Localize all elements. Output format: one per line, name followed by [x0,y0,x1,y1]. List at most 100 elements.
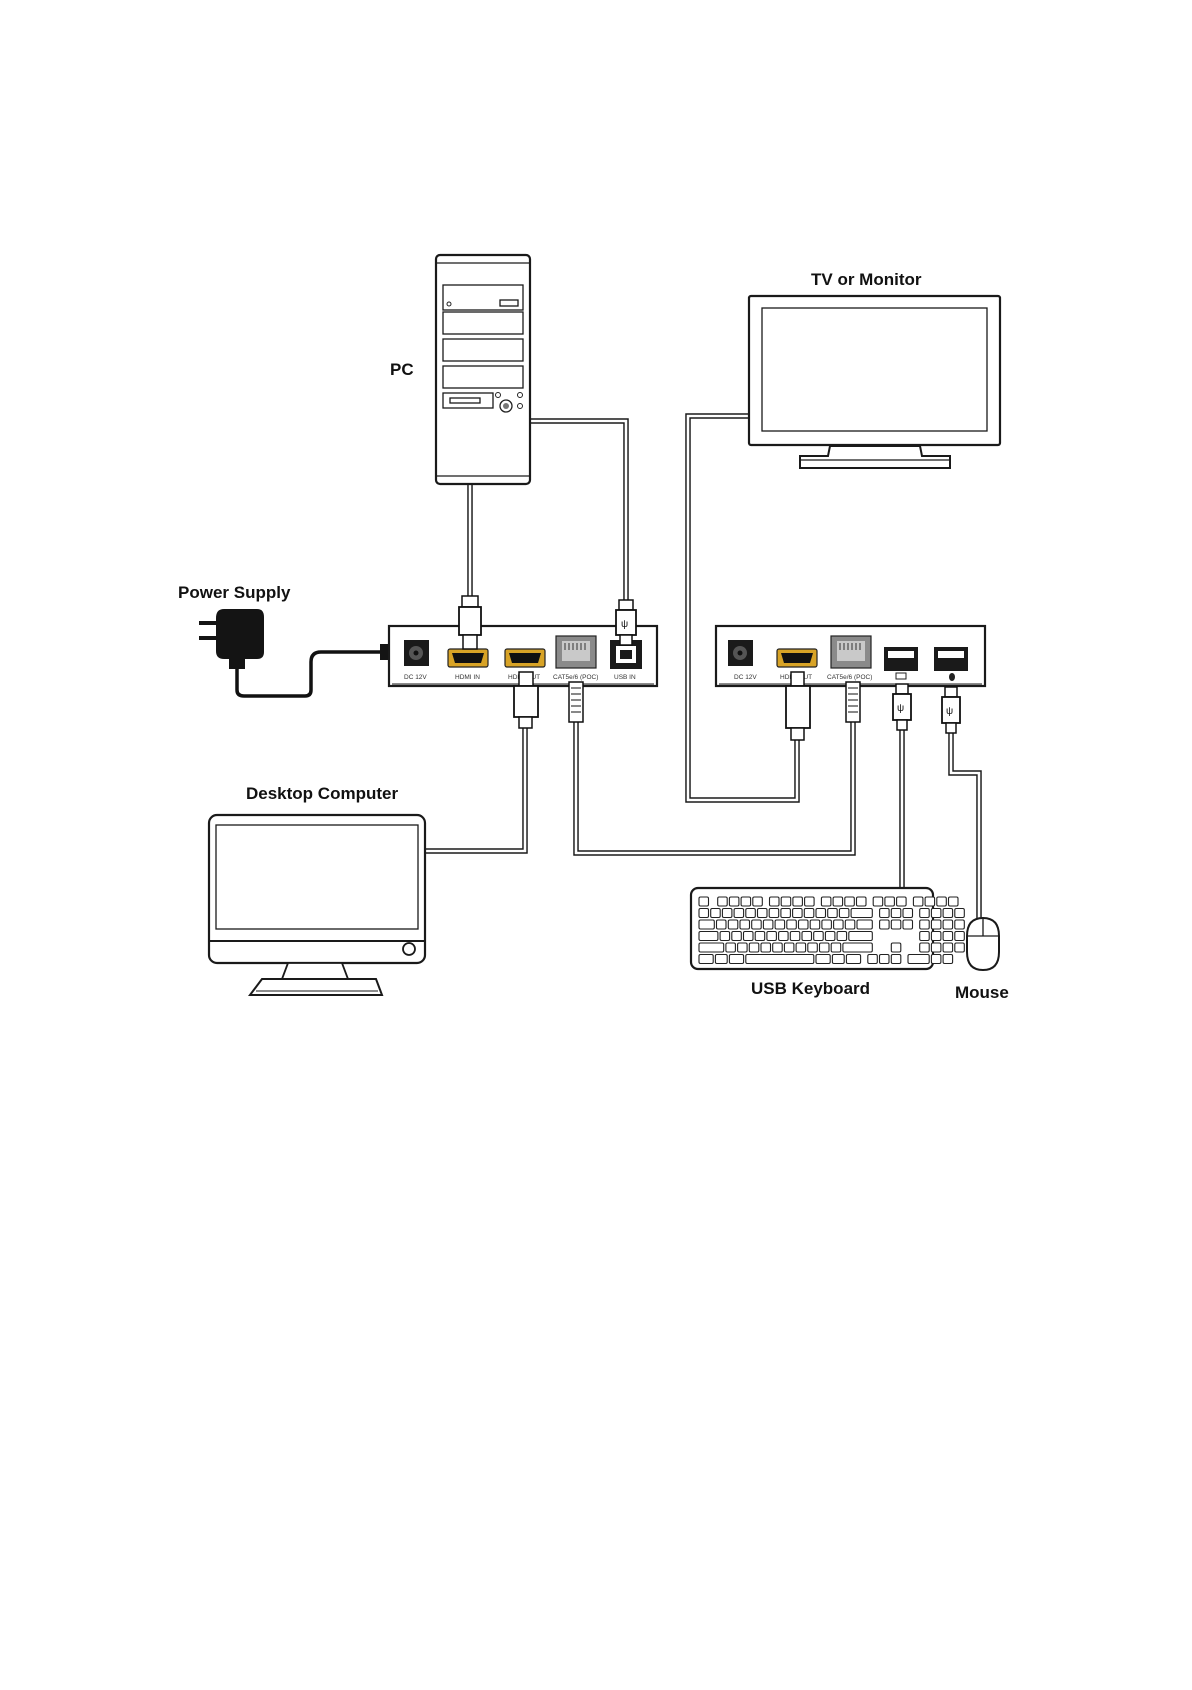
keyboard-key [845,897,855,906]
keyboard-key [913,897,923,906]
rj45-port-icon [831,636,871,668]
keyboard-key [955,920,965,929]
keyboard-key [891,920,901,929]
mouse-label: Mouse [955,983,1009,1002]
keyboard-key [779,932,789,941]
keyboard-key [885,897,895,906]
cable-cat-link [576,721,853,853]
keyboard-key [846,955,860,964]
tv-monitor-icon [749,296,1000,468]
keyboard-key [891,909,901,918]
keyboard-key [880,955,890,964]
pc-label: PC [390,360,414,379]
cable-pc-usb [528,421,626,600]
receiver-unit: DC 12V HDMI OUT CAT5e/6 (POC) [716,626,985,686]
keyboard-key [931,932,941,941]
svg-text:ψ: ψ [946,706,953,717]
pc-tower-icon [436,255,530,484]
mouse-icon [967,918,999,970]
keyboard-key [943,955,953,964]
keyboard-key [820,943,830,952]
keyboard-key [816,909,826,918]
keyboard-key [816,955,830,964]
keyboard-key [857,920,872,929]
keyboard-key [699,920,714,929]
keyboard-key [851,909,872,918]
svg-text:ψ: ψ [621,619,628,630]
svg-text:ψ: ψ [897,703,904,714]
dc-jack-icon [728,640,753,666]
keyboard-key [711,909,721,918]
keyboard-key [925,897,935,906]
keyboard-key [880,909,890,918]
keyboard-key [717,920,727,929]
dc-jack-icon [404,640,429,666]
power-adapter-icon [199,609,398,669]
keyboard-key [837,932,847,941]
tx-port-cat: CAT5e/6 (POC) [553,674,598,681]
usb-keyboard-icon [691,888,964,969]
keyboard-key [903,909,913,918]
keyboard-key [775,920,785,929]
keyboard-key [804,909,814,918]
keyboard-key [857,897,867,906]
keyboard-key [699,897,709,906]
keyboard-key [843,943,872,952]
keyboard-key [763,920,773,929]
keyboard-key [729,897,739,906]
keyboard-key [833,897,843,906]
usb-keyboard-label: USB Keyboard [751,979,870,998]
hdmi-out-port-icon [505,649,545,667]
keyboard-key [715,955,727,964]
keyboard-key [761,943,771,952]
keyboard-key [790,932,800,941]
usb-plug-mouse-icon: ψ [942,687,960,733]
keyboard-key [832,955,844,964]
keyboard-key [822,920,832,929]
keyboard-key [943,943,953,952]
rj45-plug-rx-icon [846,682,860,722]
keyboard-key [699,943,724,952]
keyboard-key [920,920,930,929]
keyboard-key [943,932,953,941]
keyboard-key [839,909,849,918]
tv-monitor-label: TV or Monitor [811,270,922,289]
keyboard-key [873,897,883,906]
keyboard-key [753,897,763,906]
keyboard-key [834,920,844,929]
keyboard-key [903,920,913,929]
keyboard-key [955,943,965,952]
keyboard-key [699,909,709,918]
rj45-port-icon [556,636,596,668]
keyboard-key [767,932,777,941]
cable-tv-hdmi [688,416,797,800]
keyboard-key [868,955,878,964]
keyboard-key [831,943,841,952]
keyboard-key [937,897,947,906]
keyboard-key [755,932,765,941]
tx-port-dc: DC 12V [404,674,427,681]
keyboard-key [955,932,965,941]
keyboard-key [943,920,953,929]
keyboard-key [920,943,930,952]
keyboard-key [891,943,901,952]
keyboard-key [718,897,728,906]
keyboard-key [732,932,742,941]
keyboard-key [825,932,835,941]
keyboard-key [722,909,732,918]
keyboard-key [746,955,814,964]
keyboard-key [770,897,780,906]
keyboard-key [738,943,748,952]
keyboard-key [931,920,941,929]
keyboard-key [773,943,783,952]
keyboard-key [931,955,941,964]
mouse-symbol-icon [949,673,955,681]
keyboard-key [810,920,820,929]
keyboard-key [749,943,759,952]
tx-port-usb-in: USB IN [614,674,636,681]
keyboard-key [796,943,806,952]
keyboard-key [769,909,779,918]
keyboard-key [752,920,762,929]
rx-port-dc: DC 12V [734,674,757,681]
keyboard-key [699,932,718,941]
